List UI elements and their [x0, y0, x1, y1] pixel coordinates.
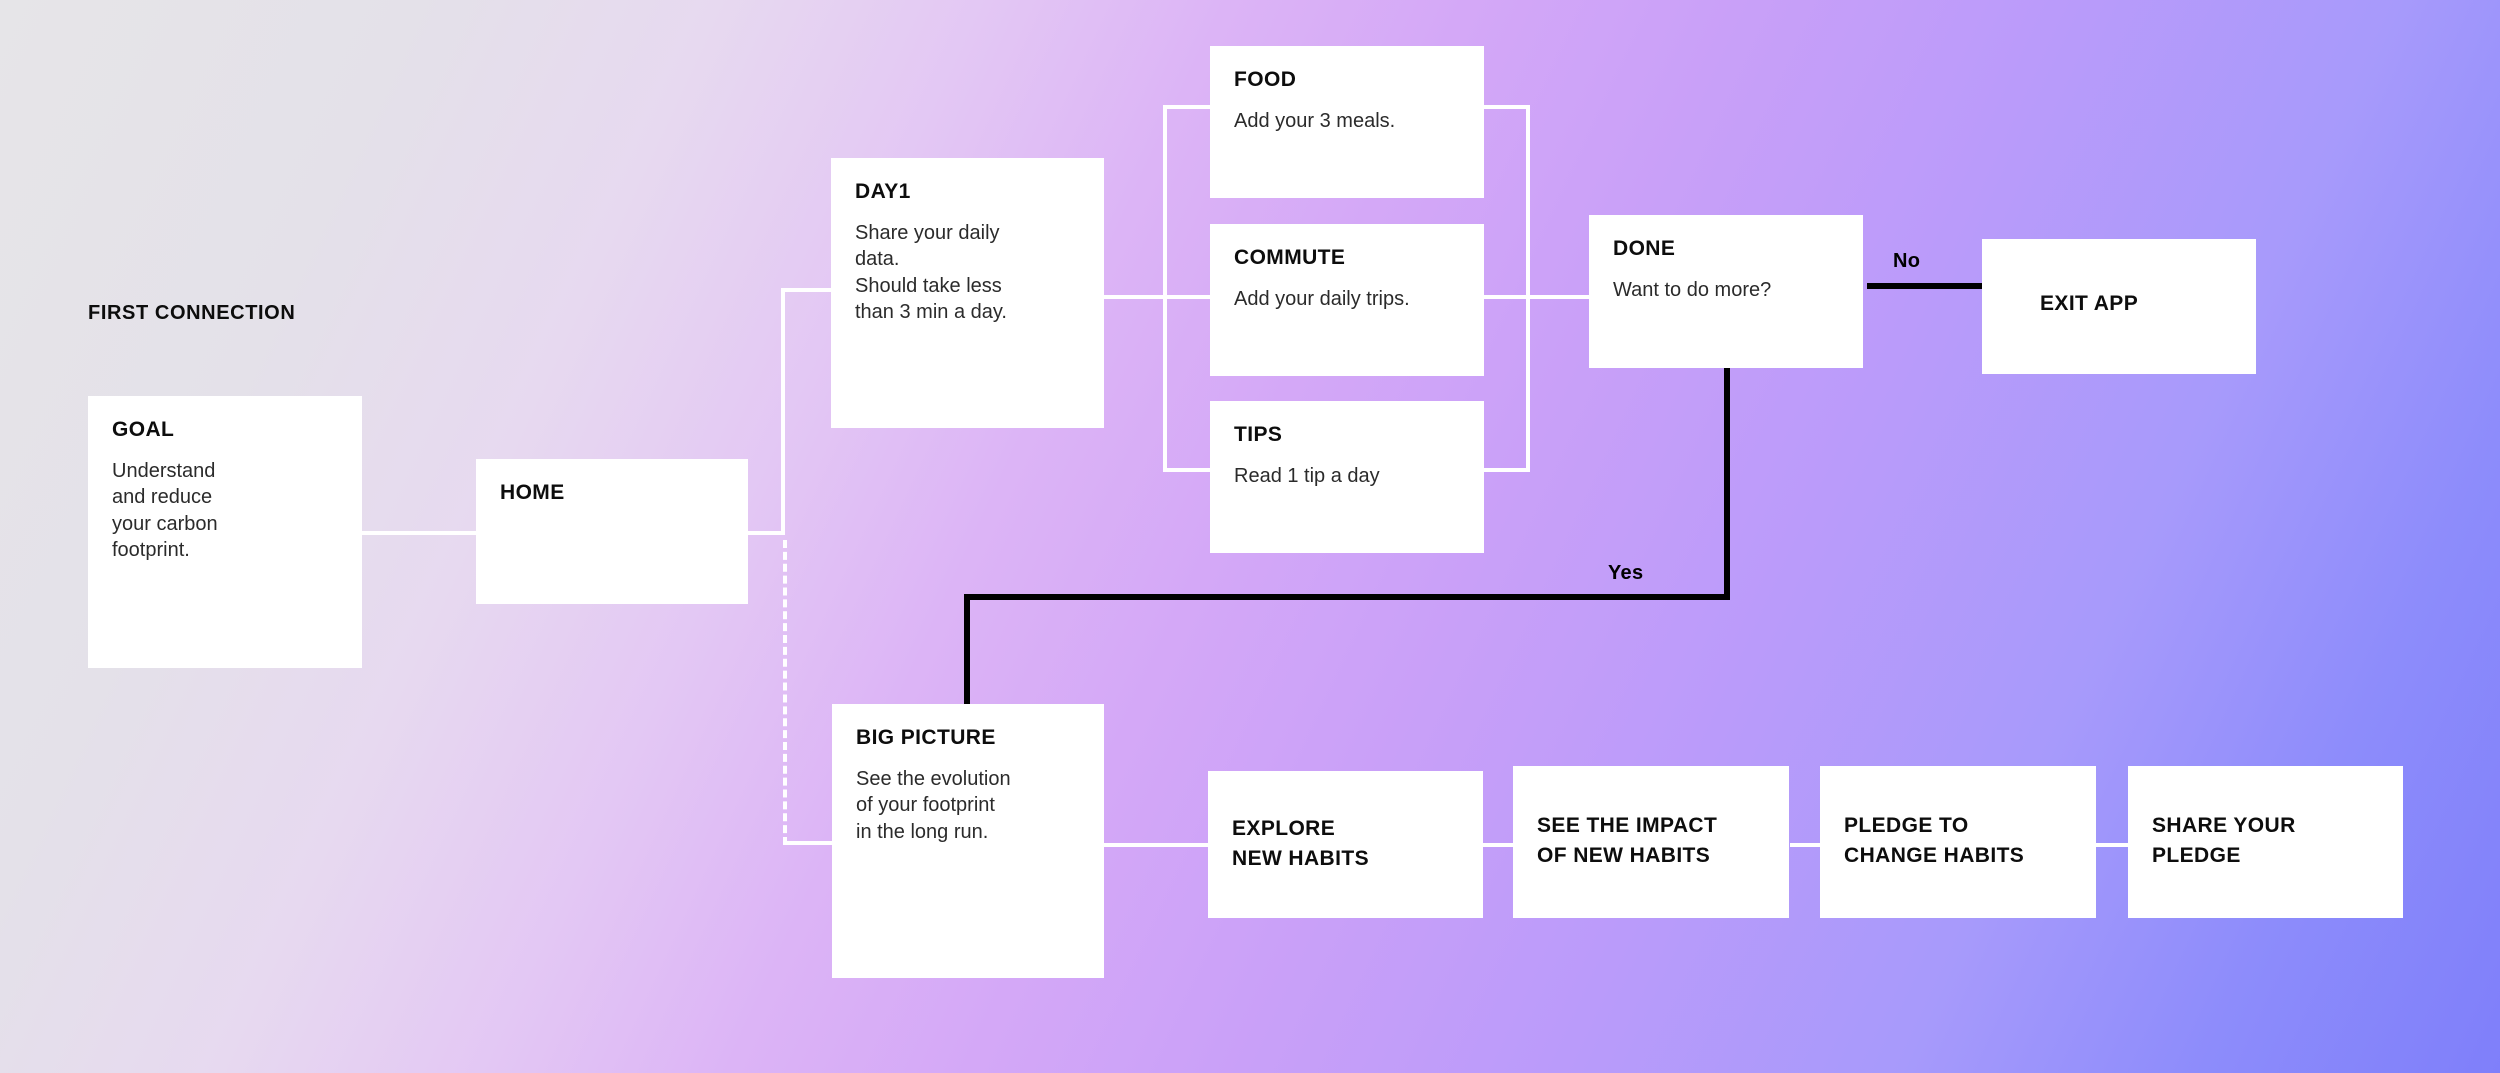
node-see-impact[interactable]: SEE THE IMPACT OF NEW HABITS [1513, 766, 1789, 918]
connector-yes-horizontal [964, 594, 1730, 600]
node-exit-app-title: EXIT APP [2040, 292, 2139, 315]
node-done-title: DONE [1613, 237, 1676, 260]
node-food[interactable]: FOOD Add your 3 meals. [1210, 46, 1484, 198]
connector-day1-right-stub [1104, 295, 1166, 299]
connector-explore-to-impact [1483, 843, 1513, 847]
connector-trunk-to-tips [1163, 468, 1210, 472]
connector-merge-trunk [1526, 105, 1530, 472]
connector-goal-to-home [362, 531, 476, 535]
node-tips-title: TIPS [1234, 423, 1283, 446]
node-pledge-change-title: PLEDGE TO CHANGE HABITS [1844, 814, 2025, 868]
node-day1[interactable]: DAY1 Share your daily data. Should take … [831, 158, 1104, 428]
node-done[interactable]: DONE Want to do more? [1589, 215, 1863, 368]
edge-label-no: No [1893, 250, 1921, 272]
connector-riser-to-day1 [781, 288, 831, 292]
node-food-body: Add your 3 meals. [1234, 110, 1396, 132]
node-explore-new-habits-title: EXPLORE NEW HABITS [1232, 817, 1369, 871]
connector-food-right-stub [1484, 105, 1529, 109]
node-commute[interactable]: COMMUTE Add your daily trips. [1210, 224, 1484, 376]
connector-commute-right-stub [1484, 295, 1529, 299]
node-home-title: HOME [500, 481, 565, 504]
node-see-impact-title: SEE THE IMPACT OF NEW HABITS [1537, 814, 1718, 868]
connector-dashed-elbow-horizontal [783, 841, 833, 845]
connector-pledge-to-share [2096, 843, 2128, 847]
node-tips[interactable]: TIPS Read 1 tip a day [1210, 401, 1484, 553]
node-commute-title: COMMUTE [1234, 246, 1346, 269]
node-tips-body: Read 1 tip a day [1234, 465, 1380, 487]
connector-impact-to-pledge [1790, 843, 1820, 847]
connector-merge-to-done [1526, 295, 1592, 299]
connector-home-right-stub [748, 531, 784, 535]
node-goal-title: GOAL [112, 418, 175, 441]
connector-trunk-to-commute [1163, 295, 1210, 299]
node-day1-title: DAY1 [855, 180, 911, 203]
connector-done-to-exitapp-no [1867, 283, 1983, 289]
node-pledge-change[interactable]: PLEDGE TO CHANGE HABITS [1820, 766, 2096, 918]
connector-bigpicture-to-explore [1104, 843, 1208, 847]
connector-yes-to-bigpicture [964, 594, 970, 704]
node-goal-body: Understand and reduce your carbon footpr… [112, 460, 218, 562]
node-big-picture-title: BIG PICTURE [856, 726, 996, 749]
node-food-title: FOOD [1234, 68, 1297, 91]
connector-branch-trunk [1163, 105, 1167, 472]
edge-label-yes: Yes [1608, 562, 1644, 584]
connector-done-yes-vertical [1724, 368, 1730, 600]
connector-home-riser [781, 288, 785, 535]
node-share-pledge[interactable]: SHARE YOUR PLEDGE [2128, 766, 2403, 918]
node-commute-body: Add your daily trips. [1234, 288, 1410, 310]
node-done-body: Want to do more? [1613, 279, 1772, 301]
connector-tips-right-stub [1484, 468, 1529, 472]
node-share-pledge-title: SHARE YOUR PLEDGE [2152, 814, 2296, 868]
node-goal[interactable]: GOAL Understand and reduce your carbon f… [88, 396, 362, 668]
node-day1-body: Share your daily data. Should take less … [855, 222, 1007, 324]
node-exit-app[interactable]: EXIT APP [1982, 239, 2256, 374]
node-big-picture-body: See the evolution of your footprint in t… [856, 768, 1011, 843]
section-label-first-connection: FIRST CONNECTION [88, 302, 296, 324]
node-home[interactable]: HOME [476, 459, 748, 604]
node-big-picture[interactable]: BIG PICTURE See the evolution of your fo… [832, 704, 1104, 978]
connector-home-to-bigpicture-dashed [783, 540, 787, 845]
connector-trunk-to-food [1163, 105, 1210, 109]
node-explore-new-habits[interactable]: EXPLORE NEW HABITS [1208, 771, 1483, 918]
